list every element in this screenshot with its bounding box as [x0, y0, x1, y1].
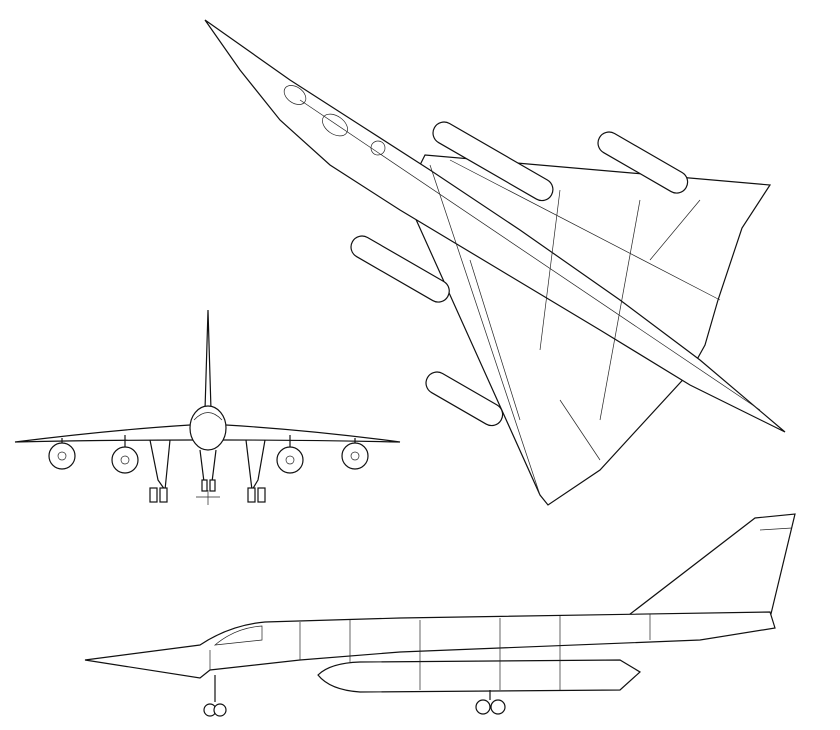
side-view [84, 513, 796, 717]
top-view [204, 19, 786, 506]
engine-pod [432, 121, 554, 202]
engine-pod [597, 131, 689, 194]
front-fuselage [189, 405, 227, 451]
engine-pod [425, 371, 504, 427]
vertical-fin [204, 309, 212, 411]
front-view [14, 309, 401, 505]
side-fuselage [84, 611, 776, 679]
engine-pod [350, 235, 450, 303]
side-engine-pod [317, 659, 642, 693]
